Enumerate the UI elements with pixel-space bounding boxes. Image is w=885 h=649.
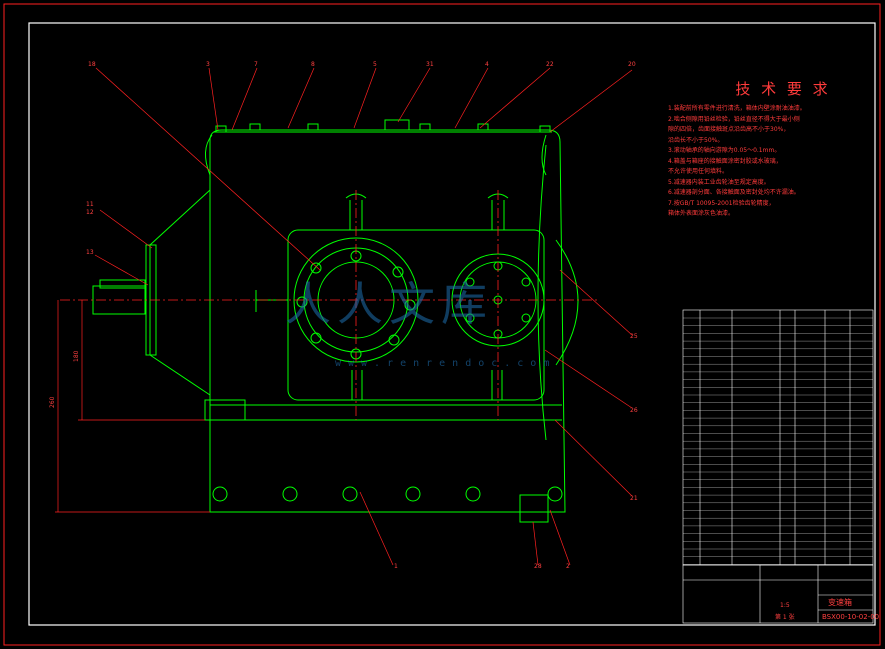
technical-requirement-item: 隙的四倍，齿面接触斑点沿齿高不小于30%， (668, 126, 790, 133)
sheet-number: 第 1 张 (775, 613, 795, 621)
parts-list-rows (683, 317, 873, 565)
leader-label: 26 (630, 407, 638, 414)
technical-requirement-item: 箱体外表面涂灰色油漆。 (668, 210, 735, 217)
technical-requirement-item: 2.啮合侧隙用铅丝检验，铅丝直径不得大于最小侧 (668, 115, 800, 123)
leader-label: 25 (630, 333, 638, 340)
leader-label: 3 (206, 61, 210, 68)
leader-label: 2 (566, 563, 570, 570)
dim-label: 260 (49, 396, 56, 408)
dim-label: 180 (73, 350, 80, 362)
technical-requirement-item: 6.减速器剖分面、各接触面及密封处均不许漏油。 (668, 189, 800, 196)
leader-label: 4 (485, 61, 489, 68)
title-block (682, 564, 874, 624)
drawing-number: BSX00-10-02-00 (822, 613, 879, 621)
technical-requirement-item: 5.减速器内装工业齿轮油至规定高度。 (668, 178, 770, 186)
parts-list (682, 309, 874, 566)
dimension-lines (55, 300, 210, 513)
watermark-text: 人人文库 (285, 277, 493, 331)
technical-requirements-title: 技 术 要 求 (735, 80, 831, 98)
watermark-url: www.renrendoc.com (335, 358, 557, 369)
technical-requirement-item: 不允许使用任何填料。 (668, 168, 729, 175)
leader-label: 28 (534, 563, 542, 570)
leader-label: 13 (86, 249, 94, 256)
scale-value: 1:5 (780, 602, 790, 609)
leader-label: 5 (373, 61, 377, 68)
outer-frame (3, 3, 881, 646)
leader-label: 12 (86, 209, 94, 216)
inner-frame (28, 22, 876, 626)
leader-label: 21 (630, 495, 638, 502)
leader-label: 1 (394, 563, 398, 570)
technical-requirement-item: 7.按GB/T 10095-2001检验齿轮精度， (668, 199, 775, 207)
leader-label: 11 (86, 201, 94, 208)
leader-label: 20 (628, 61, 636, 68)
technical-requirement-item: 4.箱盖与箱座的接触面涂密封胶或水玻璃， (668, 157, 782, 165)
technical-requirement-item: 3.滚动轴承的轴向游隙为0.05～0.1mm。 (668, 147, 781, 154)
leader-label: 8 (311, 61, 315, 68)
drawing-name: 变速箱 (828, 597, 852, 607)
leader-label: 31 (426, 61, 434, 68)
leader-label: 18 (88, 61, 96, 68)
leader-label: 7 (254, 61, 258, 68)
technical-requirement-item: 1.装配前所有零件进行清洗，箱体内壁涂耐油油漆。 (668, 105, 806, 112)
leader-lines (94, 67, 633, 566)
technical-requirements-list: 1.装配前所有零件进行清洗，箱体内壁涂耐油油漆。 2.啮合侧隙用铅丝检验，铅丝直径… (668, 104, 873, 220)
leader-label: 22 (546, 61, 554, 68)
centerlines (60, 190, 600, 420)
technical-requirement-item: 沿齿长不小于50%。 (668, 136, 724, 144)
